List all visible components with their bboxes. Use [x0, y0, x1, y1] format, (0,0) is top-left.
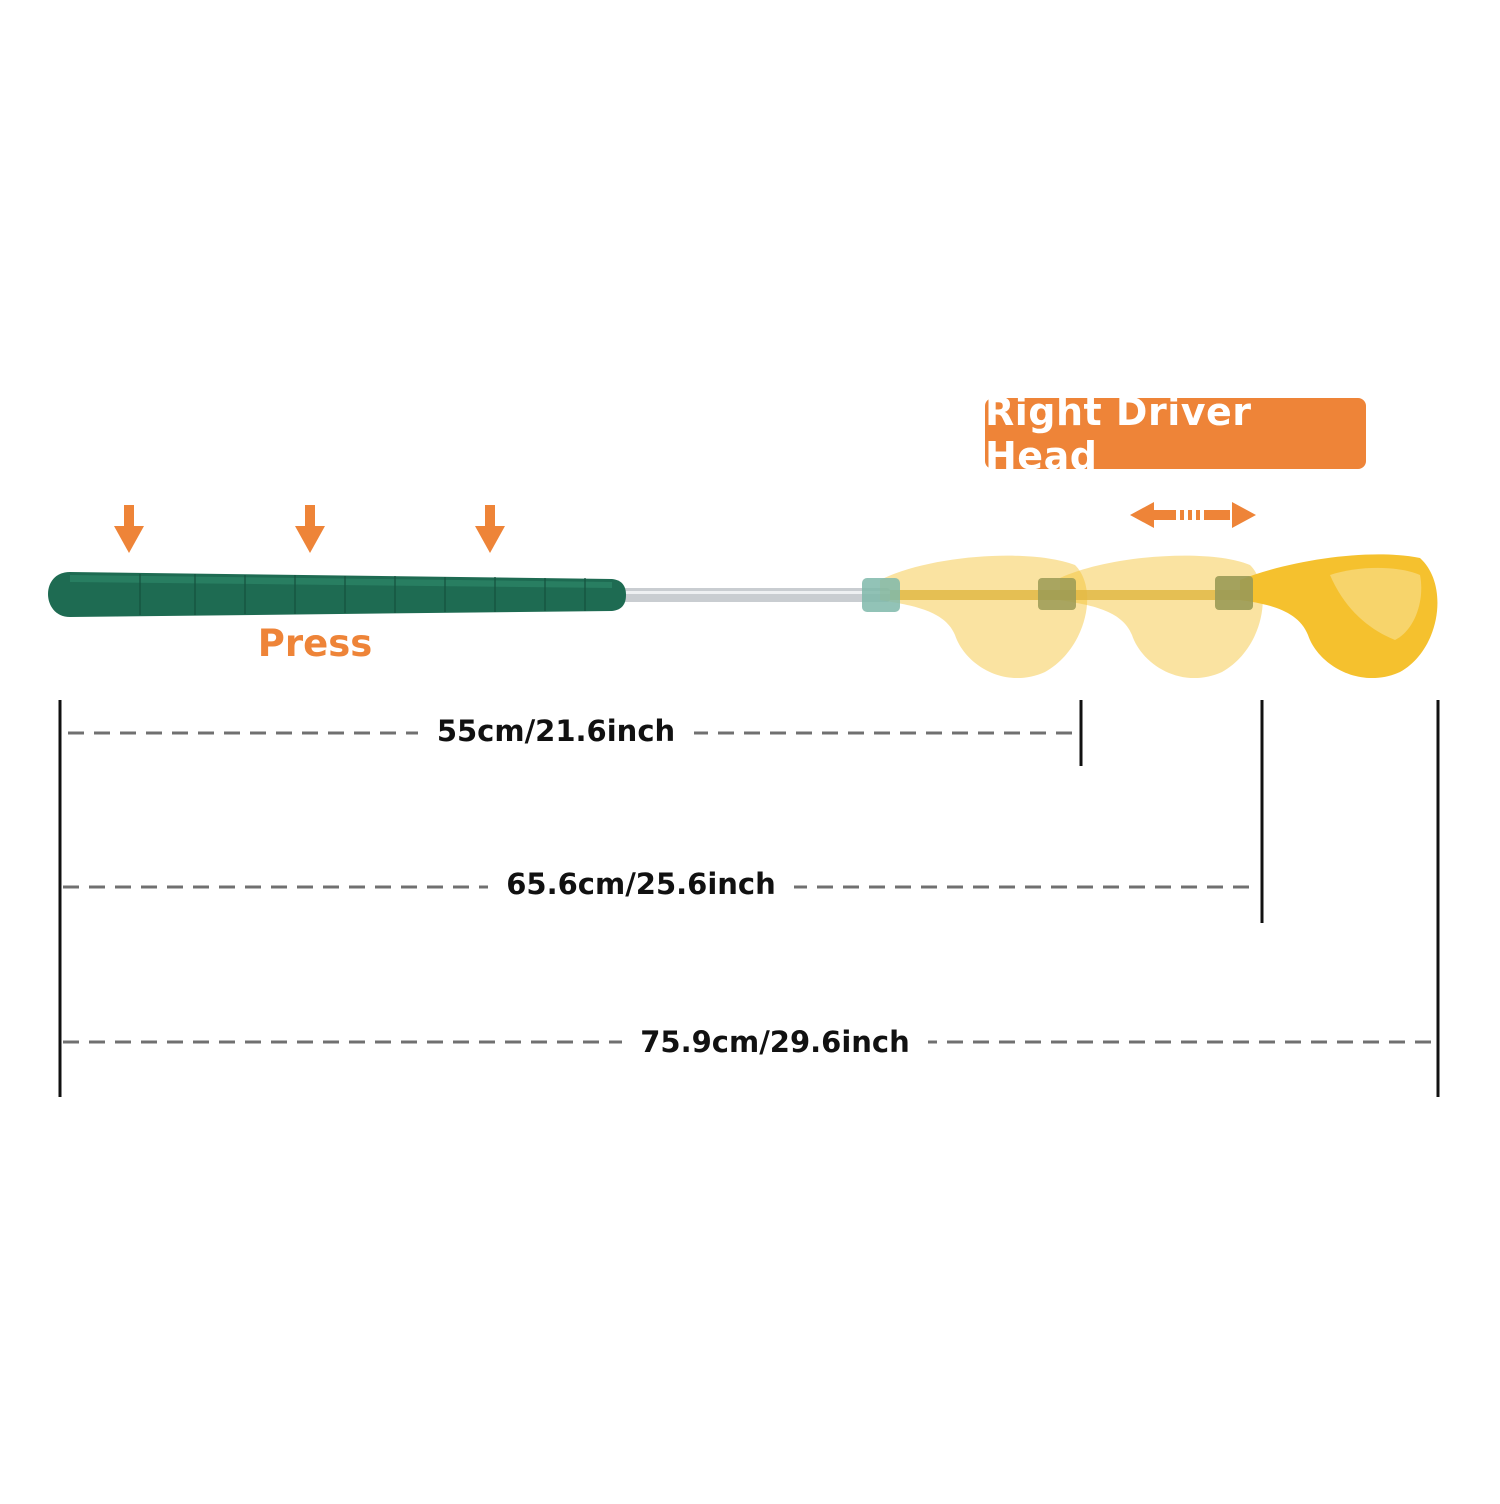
ferrule [862, 578, 900, 612]
dimension-label-55: 55cm/21.6inch [418, 711, 694, 751]
shaft [620, 588, 890, 602]
press-label: Press [257, 622, 373, 665]
dimension-label-65: 65.6cm/25.6inch [488, 864, 794, 904]
collar-1 [1038, 578, 1076, 610]
driver-head [1240, 554, 1438, 679]
dimension-label-75: 75.9cm/29.6inch [622, 1022, 928, 1062]
collar-2 [1215, 576, 1253, 610]
press-arrow-icon [295, 505, 325, 553]
ghost-head-2 [1060, 555, 1263, 679]
right-driver-head-badge: Right Driver Head [985, 390, 1366, 478]
press-arrow-icon [475, 505, 505, 553]
grip [48, 572, 626, 617]
ghost-head-1 [880, 555, 1088, 679]
adjust-double-arrow-icon [1130, 502, 1256, 528]
press-arrow-icon [114, 505, 144, 553]
shaft-highlight [620, 591, 890, 594]
